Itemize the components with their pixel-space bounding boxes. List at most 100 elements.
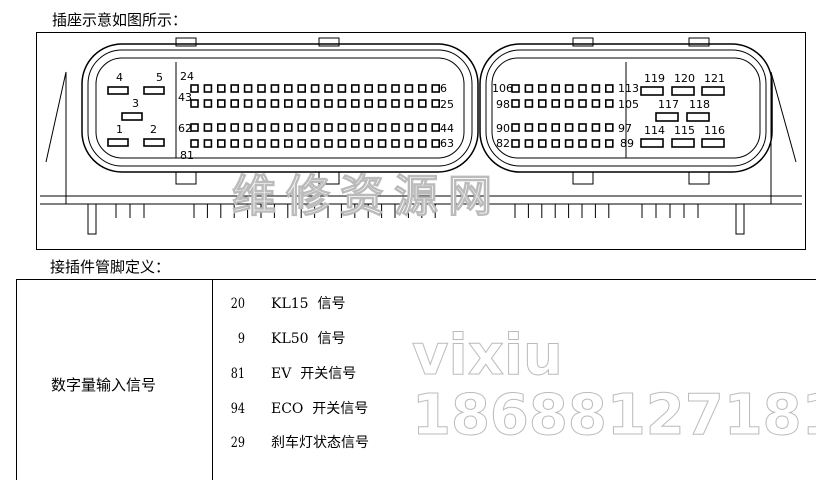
pin-cavity: [604, 139, 614, 148]
pin-cavity: [310, 84, 320, 93]
pin-cavity: [391, 139, 400, 148]
large-pin-cavity: [701, 86, 725, 96]
row-label: 90: [496, 122, 510, 135]
pin-function: KL15 信号: [271, 296, 346, 312]
category-cell: 数字量输入信号: [17, 280, 213, 480]
pin-cavity: [217, 99, 226, 108]
pin-cavity: [230, 139, 239, 148]
pin-cavity: [537, 99, 547, 108]
pin-label-121: 121: [704, 72, 725, 85]
pin-definition-caption: 接插件管脚定义：: [50, 258, 171, 276]
pin-cavity: [243, 123, 253, 132]
pin-cavity: [270, 139, 280, 148]
pin-cavity: [230, 84, 239, 93]
row-label: 97: [618, 122, 632, 135]
row-label: 82: [496, 137, 510, 150]
pin-cavity: [524, 139, 534, 148]
pin-cavity: [270, 99, 280, 108]
pin-cavity: [350, 123, 360, 132]
pin-cavity: [257, 139, 266, 148]
pin-cavity: [324, 139, 333, 148]
row-label: 105: [618, 98, 639, 111]
large-pin-cavity: [640, 138, 664, 148]
large-pin-cavity: [671, 86, 695, 96]
pin-cavity: [243, 99, 253, 108]
pin-cavity: [270, 123, 280, 132]
pin-cavity: [431, 99, 441, 108]
pin-cavity: [551, 84, 561, 93]
pin-cavity: [337, 123, 347, 132]
pin-label-120: 120: [674, 72, 695, 85]
pin-cavity: [257, 123, 266, 132]
pin-cavity: [284, 139, 293, 148]
pin-label-1: 1: [116, 123, 123, 136]
large-pin-cavity: [143, 138, 165, 147]
pin-number: 29: [230, 435, 245, 451]
pin-cavity: [190, 84, 199, 93]
pin-cavity: [297, 99, 307, 108]
pin-cavity: [230, 99, 239, 108]
pin-number: 9: [237, 331, 245, 347]
pin-cavity: [297, 139, 307, 148]
pin-cavity: [230, 123, 239, 132]
pin-cavity: [377, 84, 387, 93]
large-pin-cavity: [107, 86, 129, 95]
pin-cavity: [431, 123, 441, 132]
large-pin-cavity: [640, 86, 664, 96]
pin-cavity: [190, 139, 199, 148]
pin-cavity: [417, 84, 427, 93]
pin-cavity: [270, 84, 280, 93]
pin-label-117: 117: [658, 98, 679, 111]
pin-label-115: 115: [674, 124, 695, 137]
pin-cavity: [551, 139, 561, 148]
pin-cavity: [578, 84, 587, 93]
pin-cavity: [364, 84, 374, 93]
pin-cavity: [417, 123, 427, 132]
pin-cavity: [591, 123, 601, 132]
pin-function: EV 开关信号: [271, 366, 357, 382]
pin-function: KL50 信号: [271, 331, 346, 347]
pin-label-5: 5: [156, 71, 163, 84]
pin-cavity: [324, 99, 333, 108]
pin-cavity: [377, 123, 387, 132]
pin-number: 81: [230, 366, 245, 382]
pin-cavity: [551, 123, 561, 132]
pin-cavity: [257, 84, 266, 93]
pin-cavity: [551, 99, 561, 108]
pin-label-3: 3: [132, 97, 139, 110]
pin-number: 20: [230, 296, 245, 312]
pin-cavity: [284, 84, 293, 93]
pin-cavity: [350, 99, 360, 108]
row-label: 62: [178, 122, 192, 135]
row-label: 25: [440, 98, 454, 111]
pin-cavity: [537, 84, 547, 93]
pin-cavity: [310, 139, 320, 148]
pin-cavity: [404, 84, 414, 93]
pin-cavity: [337, 139, 347, 148]
pin-cavity: [391, 123, 400, 132]
pin-cavity: [310, 99, 320, 108]
pin-cavity: [377, 139, 387, 148]
pin-cavity: [511, 139, 520, 148]
row-label: 44: [440, 122, 454, 135]
pin-label-114: 114: [644, 124, 665, 137]
pin-cavity: [297, 84, 307, 93]
pin-cavity: [604, 123, 614, 132]
pin-cavity: [310, 123, 320, 132]
large-pin-cavity: [655, 112, 679, 122]
pin-cavity: [350, 84, 360, 93]
row-label: 81: [180, 149, 194, 162]
pin-cavity: [391, 99, 400, 108]
pin-cavity: [203, 99, 213, 108]
pin-cavity: [364, 139, 374, 148]
pin-cavity: [324, 84, 333, 93]
pin-cavity: [404, 139, 414, 148]
pin-cavity: [297, 123, 307, 132]
pin-cavity: [217, 84, 226, 93]
pin-cavity: [604, 84, 614, 93]
table-row: 81 EV 开关信号: [223, 363, 356, 383]
pin-label-118: 118: [689, 98, 710, 111]
